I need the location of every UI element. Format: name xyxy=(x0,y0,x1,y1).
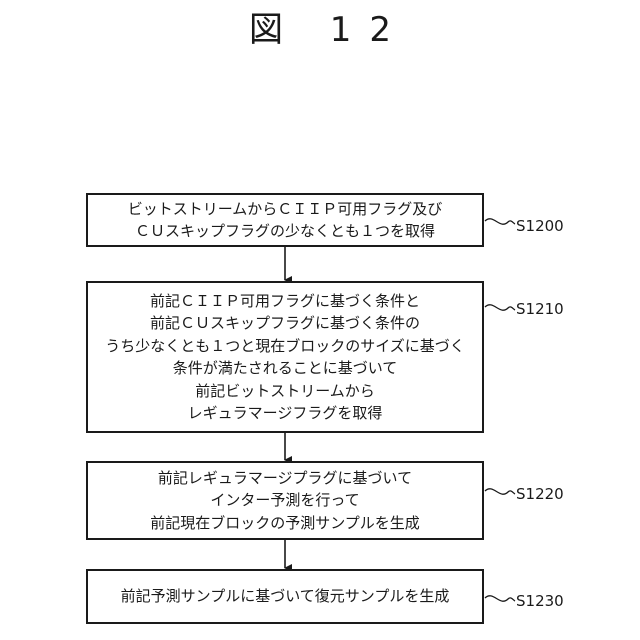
step-s1210-line-1: 前記ＣＩＩＰ可用フラグに基づく条件と xyxy=(150,290,420,313)
step-label-s1220: S1220 xyxy=(516,485,564,503)
step-s1210-line-5: 前記ビットストリームから xyxy=(195,380,375,403)
leader-s1200 xyxy=(485,219,515,224)
step-s1210-line-6: レギュラマージフラグを取得 xyxy=(188,402,383,425)
leader-s1210 xyxy=(485,305,515,310)
step-s1210-line-2: 前記ＣＵスキップフラグに基づく条件の xyxy=(150,312,420,335)
step-label-s1230: S1230 xyxy=(516,592,564,610)
step-s1220-line-1: 前記レギュラマージプラグに基づいて xyxy=(158,467,412,490)
step-box-s1220: 前記レギュラマージプラグに基づいて インター予測を行って 前記現在ブロックの予測… xyxy=(86,461,484,540)
step-box-s1200: ビットストリームからＣＩＩＰ可用フラグ及び ＣＵスキップフラグの少なくとも１つを… xyxy=(86,193,484,247)
step-box-s1210: 前記ＣＩＩＰ可用フラグに基づく条件と 前記ＣＵスキップフラグに基づく条件の うち… xyxy=(86,281,484,433)
step-s1230-line-1: 前記予測サンプルに基づいて復元サンプルを生成 xyxy=(121,585,450,608)
step-s1200-line-2: ＣＵスキップフラグの少なくとも１つを取得 xyxy=(135,220,435,243)
leader-s1220 xyxy=(485,489,515,494)
step-box-s1230: 前記予測サンプルに基づいて復元サンプルを生成 xyxy=(86,569,484,624)
step-s1220-line-3: 前記現在ブロックの予測サンプルを生成 xyxy=(150,512,420,535)
step-label-s1210: S1210 xyxy=(516,300,564,318)
step-label-s1200: S1200 xyxy=(516,217,564,235)
leader-s1230 xyxy=(485,596,515,601)
step-s1210-line-3: うち少なくとも１つと現在ブロックのサイズに基づく xyxy=(105,335,465,358)
step-s1210-line-4: 条件が満たされることに基づいて xyxy=(173,357,398,380)
step-s1200-line-1: ビットストリームからＣＩＩＰ可用フラグ及び xyxy=(128,198,443,221)
step-s1220-line-2: インター予測を行って xyxy=(210,489,359,512)
